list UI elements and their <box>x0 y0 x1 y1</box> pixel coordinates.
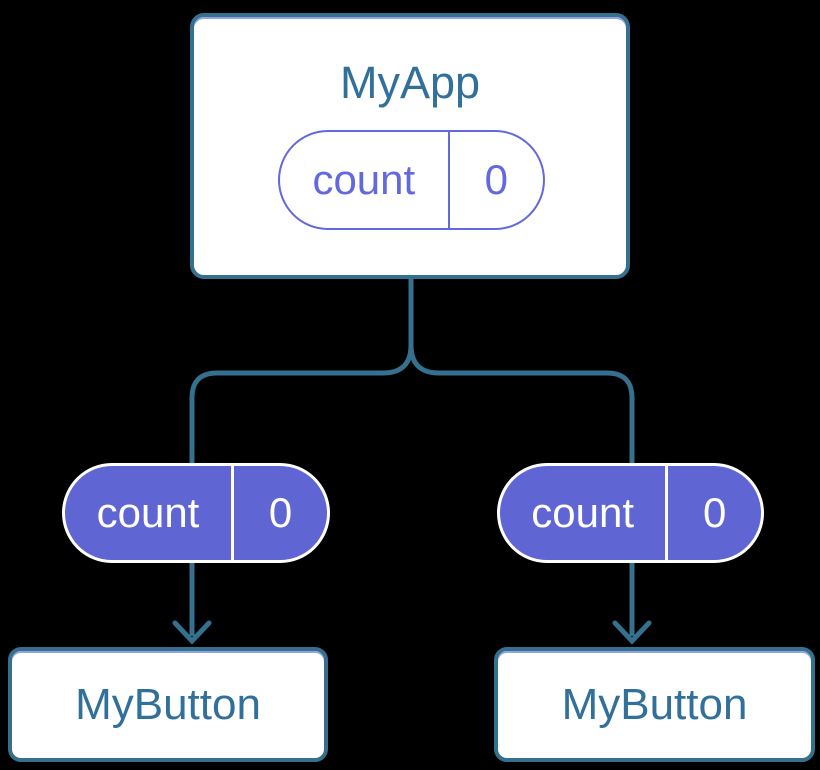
mybutton-node-left: MyButton <box>8 647 328 762</box>
myapp-node-title: MyApp <box>339 57 481 108</box>
mybutton-node-right-title: MyButton <box>561 679 748 729</box>
myapp-state-pill: count 0 <box>278 130 545 230</box>
arrow-down-right-icon <box>612 620 652 645</box>
prop-key-label: count <box>65 466 234 560</box>
arrow-down-left-icon <box>172 620 212 645</box>
prop-pill-right: count 0 <box>497 463 764 563</box>
prop-key-label: count <box>500 466 669 560</box>
branch-left-line <box>189 276 414 636</box>
state-key-label: count <box>280 132 450 228</box>
myapp-node: MyApp count 0 <box>190 13 630 279</box>
mybutton-node-left-title: MyButton <box>75 679 261 729</box>
prop-pill-left: count 0 <box>62 463 330 563</box>
mybutton-node-right: MyButton <box>494 647 815 762</box>
prop-value-label: 0 <box>268 489 293 536</box>
branch-right-line <box>408 276 635 636</box>
prop-value-label: 0 <box>702 489 727 536</box>
state-value-label: 0 <box>484 156 508 203</box>
